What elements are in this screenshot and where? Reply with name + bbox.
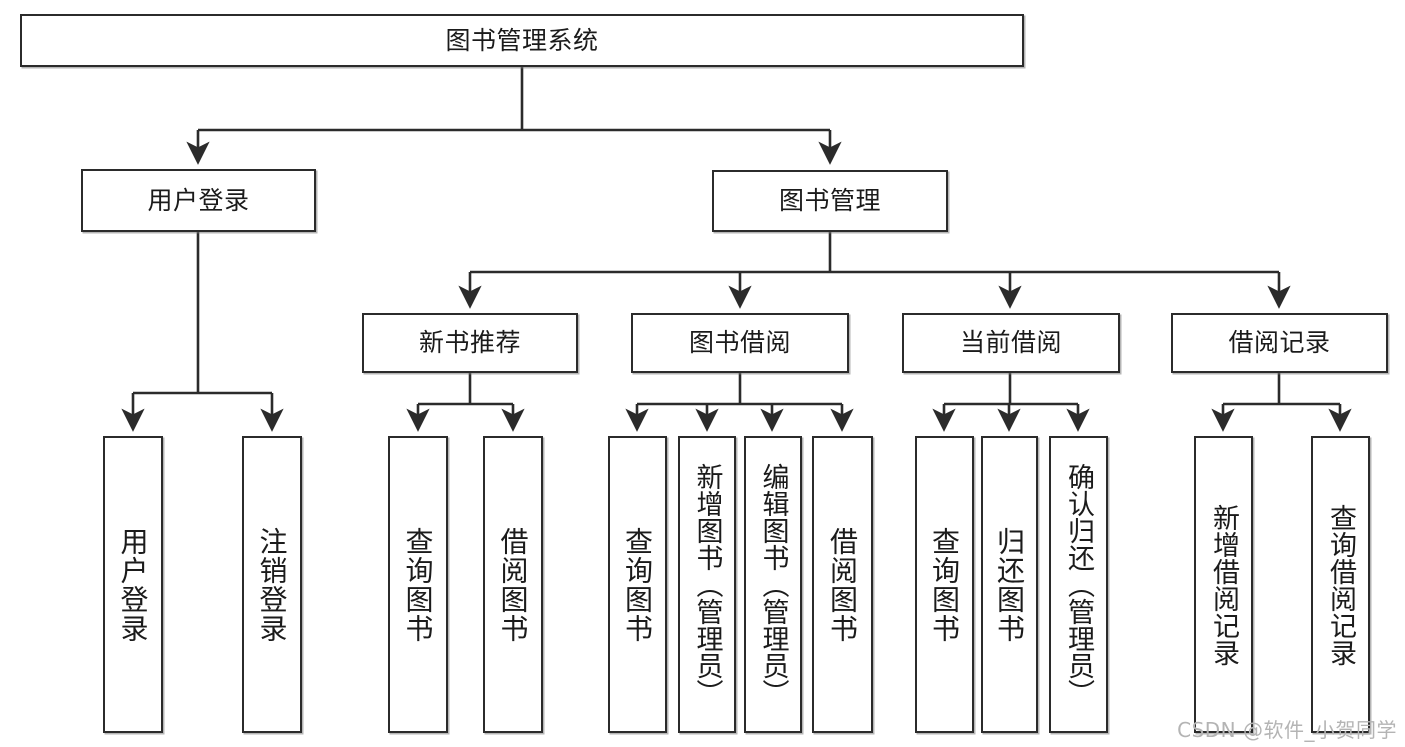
node-label: 用户登录	[116, 526, 150, 643]
node-label: 当前借阅	[959, 328, 1062, 357]
node-label: 归还图书	[993, 526, 1027, 643]
node-label: 查询图书	[928, 526, 962, 643]
node-book-management-system[interactable]: 图书管理系统	[20, 14, 1024, 67]
node-label: 图书借阅	[688, 328, 791, 357]
node-leaf-return-book[interactable]: 归还图书	[981, 436, 1038, 733]
node-label: 新增借阅记录	[1208, 503, 1239, 666]
node-label: 图书管理	[778, 186, 881, 215]
node-leaf-query-record[interactable]: 查询借阅记录	[1311, 436, 1370, 733]
node-label: 编辑图书（管理员）	[757, 463, 789, 706]
node-leaf-add-book[interactable]: 新增图书（管理员）	[678, 436, 736, 733]
node-label: 借阅图书	[496, 526, 530, 643]
node-label: 查询图书	[621, 526, 655, 643]
node-leaf-borrow-book-1[interactable]: 借阅图书	[483, 436, 543, 733]
node-book-borrow[interactable]: 图书借阅	[631, 313, 849, 373]
node-leaf-logout-login[interactable]: 注销登录	[242, 436, 302, 733]
node-user-login[interactable]: 用户登录	[81, 169, 316, 232]
node-label: 确认归还（管理员）	[1063, 463, 1094, 706]
node-label: 借阅记录	[1228, 328, 1331, 357]
node-label: 新增图书（管理员）	[691, 463, 723, 706]
node-label: 查询借阅记录	[1325, 503, 1356, 666]
node-label: 借阅图书	[826, 526, 860, 643]
node-leaf-edit-book[interactable]: 编辑图书（管理员）	[744, 436, 802, 733]
node-leaf-query-book-2[interactable]: 查询图书	[608, 436, 667, 733]
node-leaf-user-login[interactable]: 用户登录	[103, 436, 163, 733]
node-book-manage[interactable]: 图书管理	[712, 170, 948, 232]
node-label: 注销登录	[255, 526, 289, 643]
node-new-book-recommend[interactable]: 新书推荐	[362, 313, 578, 373]
node-borrow-record[interactable]: 借阅记录	[1171, 313, 1388, 373]
node-leaf-add-record[interactable]: 新增借阅记录	[1194, 436, 1253, 733]
node-leaf-confirm-return[interactable]: 确认归还（管理员）	[1049, 436, 1108, 733]
node-leaf-borrow-book-2[interactable]: 借阅图书	[812, 436, 873, 733]
node-label: 查询图书	[401, 526, 435, 643]
node-label: 新书推荐	[418, 328, 521, 357]
node-leaf-query-book-3[interactable]: 查询图书	[915, 436, 974, 733]
node-current-borrow[interactable]: 当前借阅	[902, 313, 1120, 373]
node-leaf-query-book-1[interactable]: 查询图书	[388, 436, 448, 733]
node-label: 图书管理系统	[445, 25, 599, 55]
node-label: 用户登录	[147, 185, 250, 215]
